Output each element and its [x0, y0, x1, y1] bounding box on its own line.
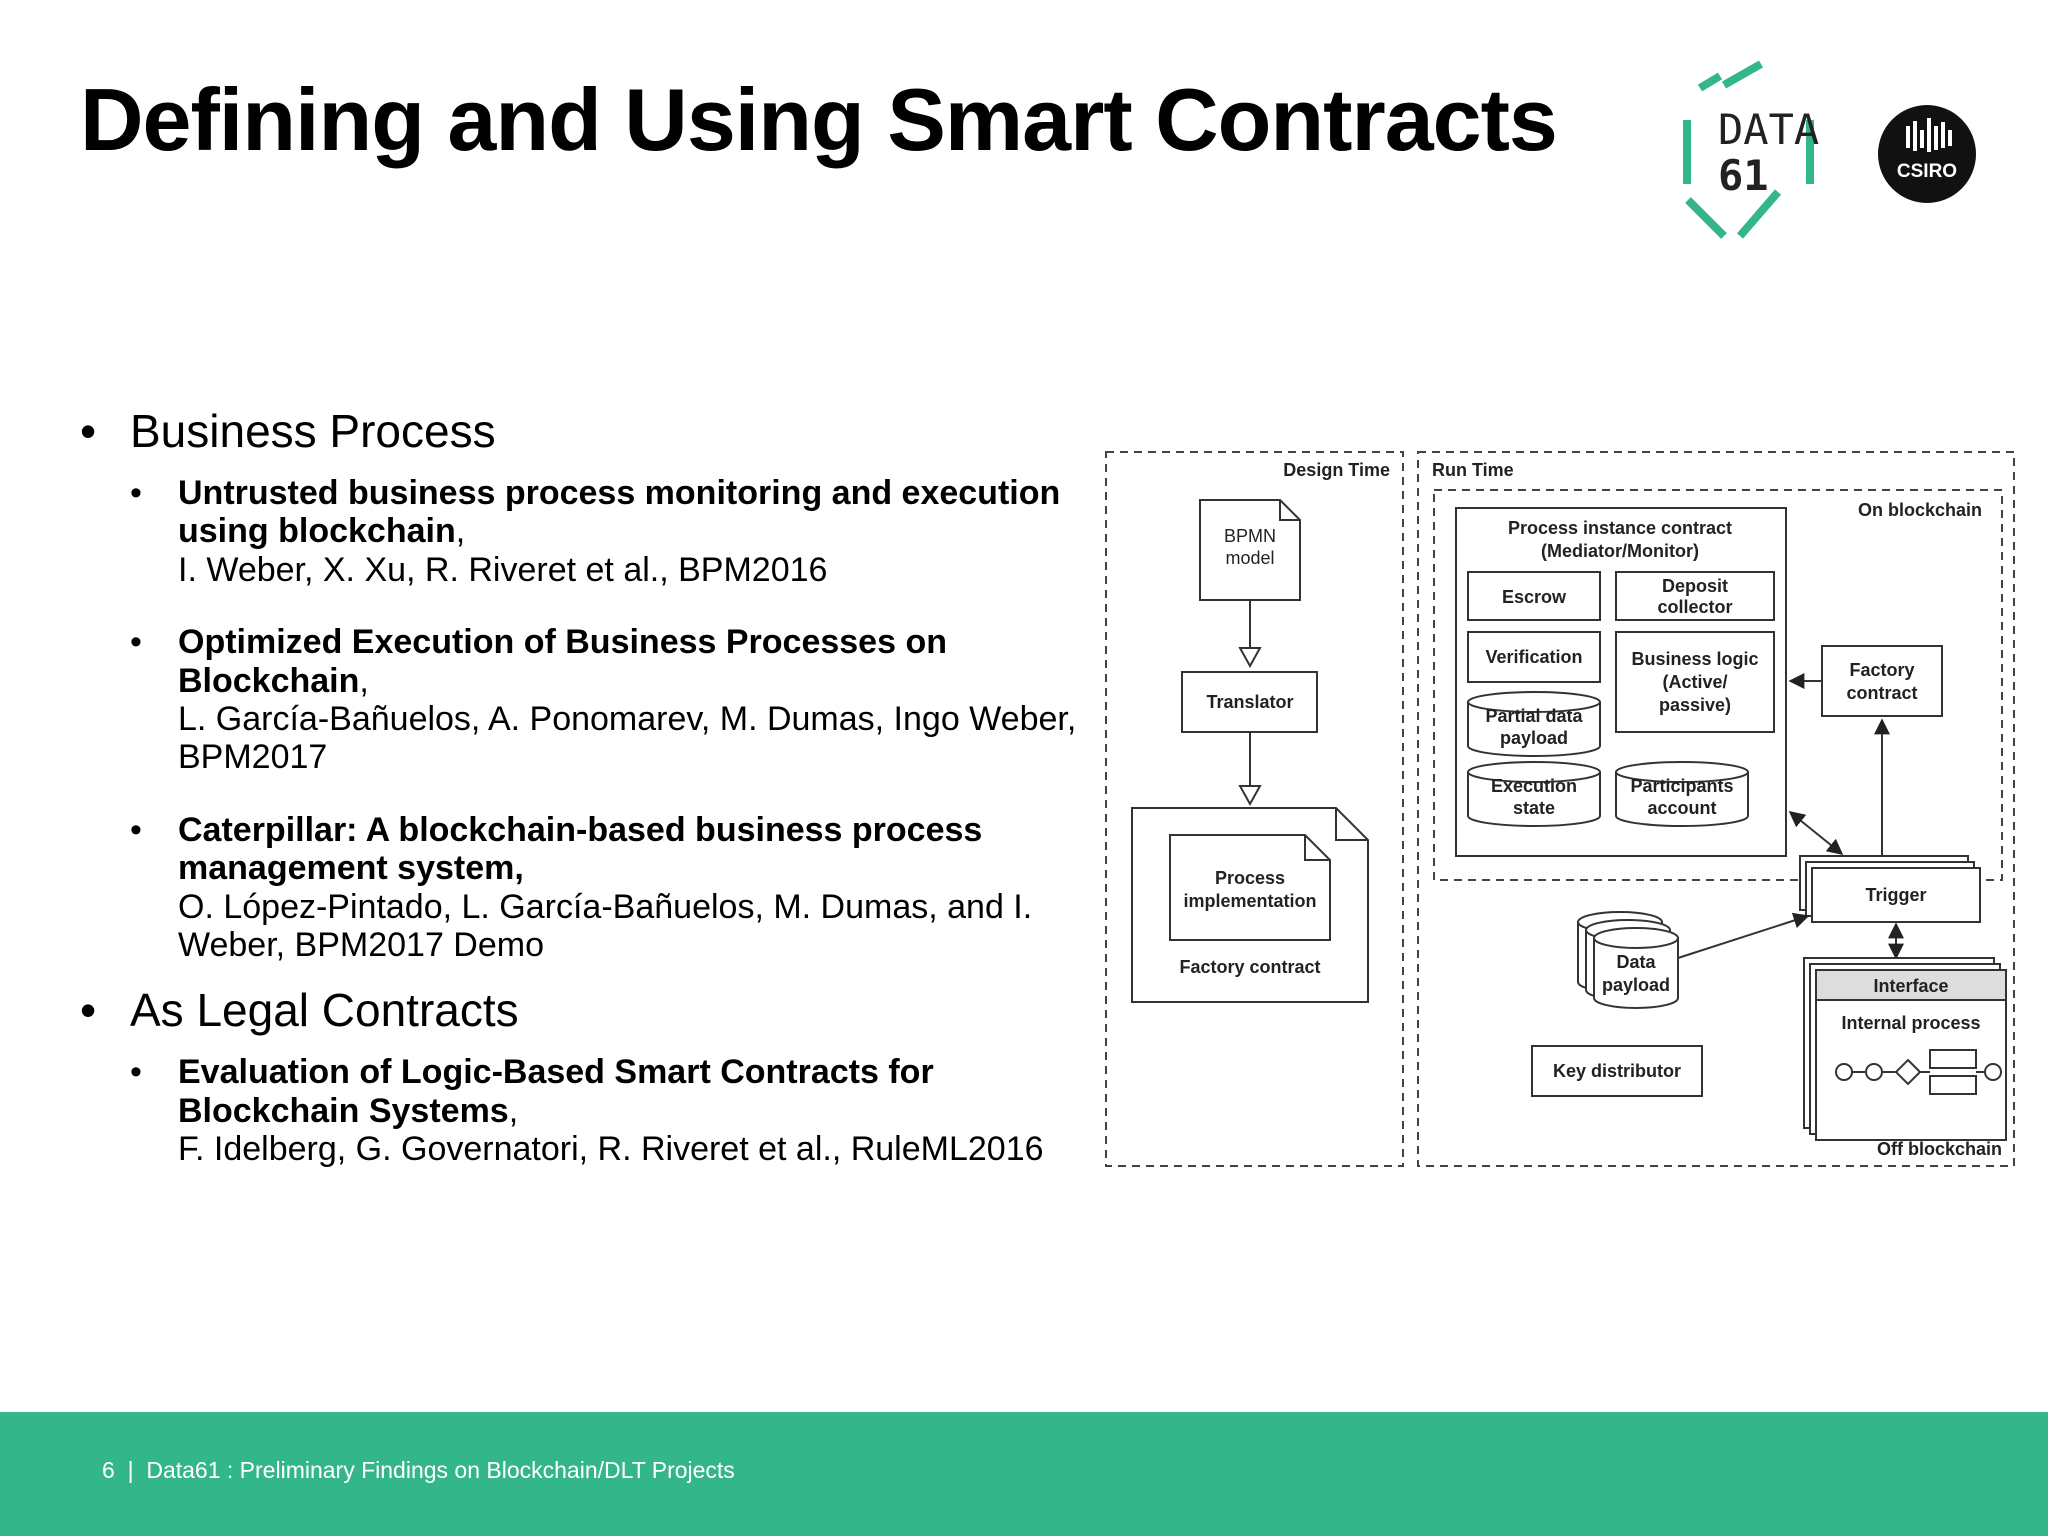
svg-text:collector: collector: [1657, 597, 1732, 617]
footer-caption: Data61 : Preliminary Findings on Blockch…: [146, 1457, 735, 1483]
footer-bar: 6 | Data61 : Preliminary Findings on Blo…: [0, 1412, 2048, 1536]
reference-authors: F. Idelberg, G. Governatori, R. Riveret …: [178, 1130, 1044, 1169]
svg-text:CSIRO: CSIRO: [1897, 161, 1957, 182]
svg-text:Interface: Interface: [1873, 976, 1948, 996]
bpmn-model-doc: BPMN model: [1199, 499, 1301, 601]
svg-text:state: state: [1513, 798, 1555, 818]
svg-text:Verification: Verification: [1485, 647, 1582, 667]
on-blockchain-region: [1433, 489, 2003, 881]
svg-text:Trigger: Trigger: [1865, 885, 1926, 905]
svg-text:Process instance contract: Process instance contract: [1508, 518, 1732, 538]
svg-text:contract: contract: [1846, 683, 1917, 703]
partial-data-payload-store: Partial data payload: [1467, 691, 1601, 757]
reference-authors: O. López-Pintado, L. García-Bañuelos, M.…: [178, 887, 1033, 964]
svg-text:(Active/: (Active/: [1662, 672, 1727, 692]
design-time-label: Design Time: [1283, 460, 1390, 480]
svg-text:Internal process: Internal process: [1841, 1013, 1980, 1033]
svg-text:61: 61: [1718, 151, 1769, 200]
run-time-label: Run Time: [1432, 460, 1514, 480]
reference-title: Evaluation of Logic-Based Smart Contract…: [178, 1053, 934, 1130]
csiro-logo: CSIRO: [1878, 105, 1976, 203]
svg-text:Partial data: Partial data: [1485, 706, 1583, 726]
run-time-region: [1417, 451, 2015, 1167]
svg-text:model: model: [1225, 548, 1274, 568]
business-logic-box: [1615, 631, 1775, 733]
reference-title: Optimized Execution of Business Processe…: [178, 623, 947, 700]
reference-item: •Caterpillar: A blockchain-based busines…: [80, 811, 1100, 965]
svg-text:(Mediator/Monitor): (Mediator/Monitor): [1541, 541, 1699, 561]
svg-text:Deposit: Deposit: [1662, 576, 1728, 596]
svg-text:Participants: Participants: [1630, 776, 1733, 796]
reference-item: •Optimized Execution of Business Process…: [80, 623, 1100, 777]
svg-text:BPMN: BPMN: [1224, 526, 1276, 546]
architecture-diagram: Design Time Run Time On blockchain BPMN …: [1100, 440, 2020, 1170]
on-blockchain-label: On blockchain: [1858, 500, 1982, 520]
deposit-collector-box: [1615, 571, 1775, 621]
factory-contract-design-doc: Process implementation Factory contract: [1131, 807, 1369, 1003]
svg-text:account: account: [1647, 798, 1716, 818]
data-payload-store: Data payload: [1577, 911, 1679, 1009]
svg-text:Escrow: Escrow: [1502, 587, 1567, 607]
slide-title: Defining and Using Smart Contracts: [80, 70, 1558, 169]
factory-contract-box: [1821, 645, 1943, 717]
trigger-stack: Trigger: [1799, 855, 1981, 923]
svg-text:DATA: DATA: [1718, 105, 1819, 154]
reference-title: Caterpillar: A blockchain-based business…: [178, 810, 983, 888]
translator-box: [1181, 671, 1318, 733]
page-number: 6: [102, 1457, 115, 1483]
svg-text:Process: Process: [1215, 868, 1285, 888]
reference-title: Untrusted business process monitoring an…: [178, 473, 1061, 551]
svg-text:Key distributor: Key distributor: [1553, 1061, 1681, 1081]
svg-text:Execution: Execution: [1491, 776, 1577, 796]
bullet-heading-legal-contracts: •As Legal Contracts: [80, 984, 519, 1037]
data61-logo: DATA 61: [1683, 60, 1819, 239]
svg-text:payload: payload: [1500, 728, 1568, 748]
footer-text: 6 | Data61 : Preliminary Findings on Blo…: [102, 1457, 735, 1483]
bullet-heading-business-process: •Business Process: [80, 405, 496, 457]
reference-authors: I. Weber, X. Xu, R. Riveret et al., BPM2…: [178, 550, 828, 589]
svg-text:Business logic: Business logic: [1631, 649, 1758, 669]
reference-authors: L. García-Bañuelos, A. Ponomarev, M. Dum…: [178, 699, 1077, 777]
svg-text:Translator: Translator: [1206, 692, 1293, 712]
svg-text:payload: payload: [1602, 975, 1670, 995]
svg-text:Data: Data: [1616, 952, 1656, 972]
reference-item: •Evaluation of Logic-Based Smart Contrac…: [80, 1053, 1100, 1168]
svg-text:passive): passive): [1659, 695, 1731, 715]
bpmn-flow-icon: [1835, 1049, 2002, 1095]
execution-state-store: Execution state: [1467, 761, 1601, 827]
bullet-list: •Business Process •Untrusted business pr…: [80, 405, 1100, 1168]
svg-text:Factory: Factory: [1849, 660, 1914, 680]
off-blockchain-label: Off blockchain: [1877, 1139, 2002, 1159]
key-distributor-box: [1531, 1045, 1703, 1097]
verification-box: [1467, 631, 1601, 683]
svg-text:implementation: implementation: [1183, 891, 1316, 911]
escrow-box: [1467, 571, 1601, 621]
interface-stack: Interface Internal process: [1803, 957, 2007, 1141]
svg-text:Factory contract: Factory contract: [1179, 957, 1320, 977]
logo-group: DATA 61 CSIRO: [1680, 60, 1990, 250]
reference-item: •Untrusted business process monitoring a…: [80, 474, 1100, 589]
participants-account-store: Participants account: [1615, 761, 1749, 827]
